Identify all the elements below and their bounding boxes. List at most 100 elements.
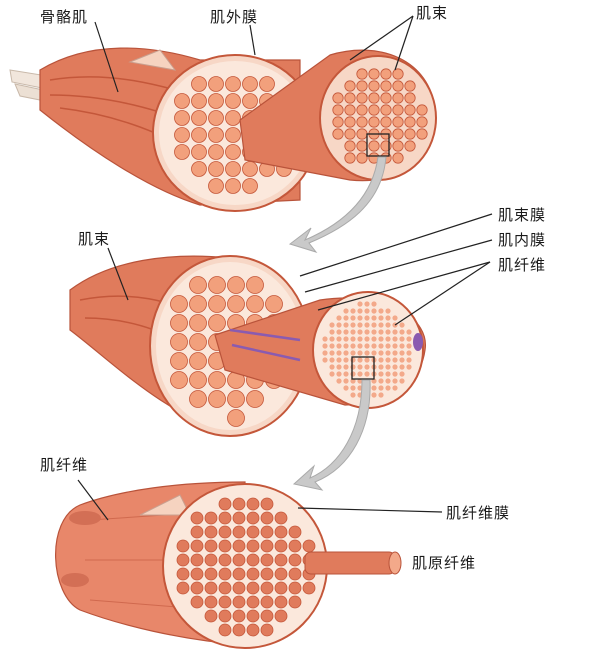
myofibril-section bbox=[176, 567, 190, 581]
myofibril-dot bbox=[385, 385, 391, 391]
myofibril-dot bbox=[385, 350, 391, 356]
fiber-section bbox=[392, 128, 404, 140]
myofibril-section bbox=[190, 581, 204, 595]
myofibril-section bbox=[232, 567, 246, 581]
myofibril-section bbox=[260, 623, 274, 637]
myofibril-dot bbox=[385, 371, 391, 377]
myofibril-section bbox=[218, 525, 232, 539]
myofibril-dot bbox=[343, 385, 349, 391]
myofibril-dot bbox=[343, 378, 349, 384]
myofibril-section bbox=[218, 567, 232, 581]
fiber-section bbox=[189, 276, 207, 294]
myofibril-dot bbox=[364, 364, 370, 370]
myofibril-section bbox=[288, 539, 302, 553]
myofibril-dot bbox=[336, 378, 342, 384]
myofibril-dot bbox=[371, 343, 377, 349]
myofibril-dot bbox=[371, 329, 377, 335]
myofibril-dot bbox=[329, 350, 335, 356]
myofibril-dot bbox=[343, 371, 349, 377]
fiber-section bbox=[392, 92, 404, 104]
myofibril-dot bbox=[357, 350, 363, 356]
myofibril-section bbox=[274, 553, 288, 567]
myofibril-section bbox=[218, 511, 232, 525]
myofibril-dot bbox=[385, 308, 391, 314]
fiber-section bbox=[189, 390, 207, 408]
myofibril-section bbox=[190, 539, 204, 553]
myofibril-dot bbox=[371, 350, 377, 356]
zoom-arrow-1 bbox=[288, 156, 387, 253]
label-myofibril: 肌原纤维 bbox=[412, 554, 476, 572]
fiber-section bbox=[368, 80, 380, 92]
myofibril-dot bbox=[371, 308, 377, 314]
myofibril-section bbox=[218, 623, 232, 637]
myofibril-section bbox=[246, 623, 260, 637]
myofibril-dot bbox=[378, 315, 384, 321]
fiber-section bbox=[380, 92, 392, 104]
myofibril-dot bbox=[357, 343, 363, 349]
myofibril-section bbox=[246, 497, 260, 511]
myofibril-dot bbox=[385, 343, 391, 349]
myofibril-section bbox=[260, 539, 274, 553]
myofibril-section bbox=[288, 567, 302, 581]
myofibril-dot bbox=[336, 364, 342, 370]
fiber-section bbox=[356, 140, 368, 152]
myofibril-section bbox=[190, 567, 204, 581]
fascicle-bundle bbox=[174, 93, 190, 109]
myofibril-dot bbox=[343, 357, 349, 363]
fascicle-bundle bbox=[191, 127, 207, 143]
fiber-section bbox=[356, 116, 368, 128]
myofibril-dot bbox=[378, 322, 384, 328]
myofibril-section bbox=[288, 525, 302, 539]
myofibril-section bbox=[190, 511, 204, 525]
fiber-section bbox=[356, 68, 368, 80]
myofibril-dot bbox=[399, 350, 405, 356]
myofibril-dot bbox=[350, 329, 356, 335]
myofibril-dot bbox=[399, 378, 405, 384]
myofibril-dot bbox=[385, 364, 391, 370]
label-perimysium: 肌束膜 bbox=[498, 206, 546, 224]
myofibril-dot bbox=[357, 364, 363, 370]
myofibril-dot bbox=[322, 343, 328, 349]
myofibril-dot bbox=[385, 357, 391, 363]
myofibril-dot bbox=[378, 357, 384, 363]
myofibril-dot bbox=[371, 392, 377, 398]
myofibril-dot bbox=[336, 357, 342, 363]
fiber-section bbox=[368, 116, 380, 128]
myofibril-section bbox=[260, 497, 274, 511]
fiber-section bbox=[404, 92, 416, 104]
myofibril-section bbox=[260, 609, 274, 623]
leader-lines bbox=[77, 15, 493, 521]
myofibril-dot bbox=[364, 371, 370, 377]
myofibril-section bbox=[204, 525, 218, 539]
myofibril-dot bbox=[399, 322, 405, 328]
myofibril-dot bbox=[371, 322, 377, 328]
myofibril-dot bbox=[357, 378, 363, 384]
fiber-section bbox=[344, 152, 356, 164]
fiber-section bbox=[356, 152, 368, 164]
myofibril-dot bbox=[378, 385, 384, 391]
myofibril-dot bbox=[336, 329, 342, 335]
myofibril-section bbox=[232, 539, 246, 553]
myofibril-section bbox=[232, 511, 246, 525]
fiber-section bbox=[246, 390, 264, 408]
myofibril-dot bbox=[343, 329, 349, 335]
myofibril-dot bbox=[350, 350, 356, 356]
myofibril-section bbox=[302, 539, 316, 553]
myofibril-dot bbox=[329, 322, 335, 328]
myofibril-section bbox=[190, 553, 204, 567]
myofibril-dot bbox=[385, 322, 391, 328]
myofibril-dot bbox=[350, 371, 356, 377]
fiber-section bbox=[344, 128, 356, 140]
fiber-section bbox=[356, 104, 368, 116]
skeletal-muscle-illustration bbox=[9, 47, 437, 212]
fascicle-bundle bbox=[225, 127, 241, 143]
fascicle-bundle bbox=[191, 144, 207, 160]
fiber-section bbox=[344, 116, 356, 128]
myofibril-dot bbox=[378, 336, 384, 342]
fiber-section bbox=[392, 68, 404, 80]
myofibril-section bbox=[288, 595, 302, 609]
fiber-section bbox=[368, 68, 380, 80]
myofibril-dot bbox=[399, 329, 405, 335]
myofibril-dot bbox=[364, 357, 370, 363]
myofibril-dot bbox=[350, 364, 356, 370]
